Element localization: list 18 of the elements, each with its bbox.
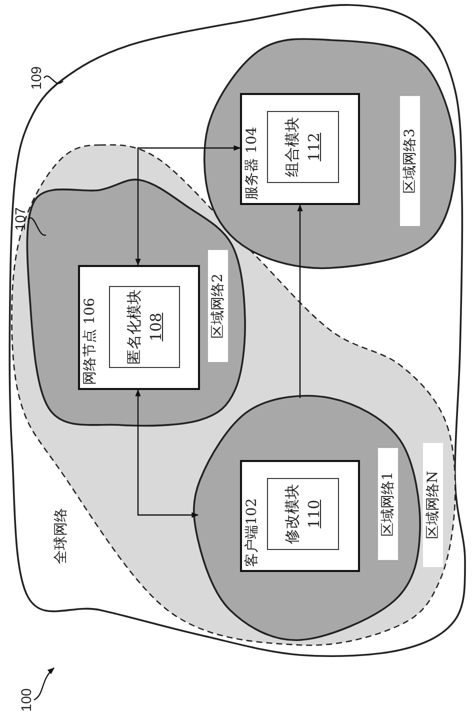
network-label: 全球网络 — [52, 507, 70, 566]
module-box: 匿名化模块 108 — [109, 286, 180, 368]
region-label: 区域网络3 — [400, 96, 420, 226]
module-box: 修改模块 110 — [267, 478, 339, 550]
box-heading: 服务器 104 — [244, 126, 260, 200]
region-label: 区域网络2 — [208, 250, 228, 362]
module-box: 组合模块 112 — [267, 111, 339, 183]
reference-numeral: 107 — [12, 204, 28, 234]
arrow — [297, 204, 303, 398]
arrow — [34, 668, 54, 700]
region-label: 区域网络1 — [378, 448, 398, 560]
box-heading: 网络节点 106 — [82, 298, 98, 385]
reference-numeral: 109 — [28, 62, 44, 94]
reference-numeral: 100 — [18, 684, 34, 716]
arrow — [135, 145, 241, 266]
region-label: 区域网络N — [423, 443, 443, 567]
arrow — [135, 389, 199, 518]
box-heading: 客户端102 — [244, 498, 260, 567]
